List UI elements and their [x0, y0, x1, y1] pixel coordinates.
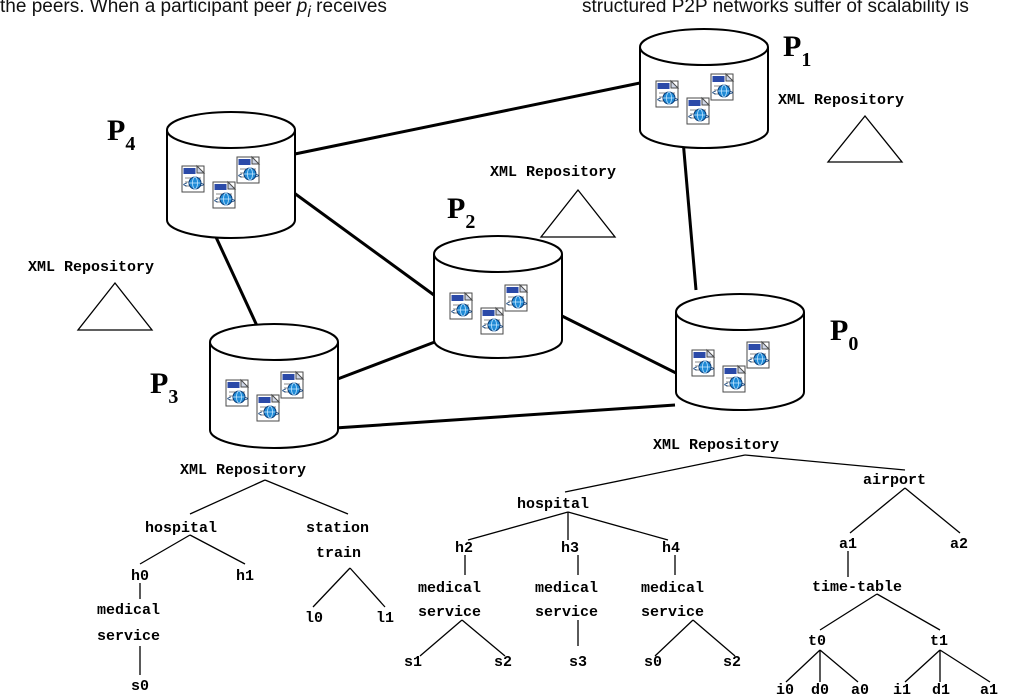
body-text-left-end: receives: [310, 0, 387, 17]
xml-document-icon: [686, 97, 710, 125]
xml-document-icon: [181, 165, 205, 193]
p4-repository-label: XML Repository: [28, 259, 154, 276]
p0-node-airport: airport: [863, 472, 926, 489]
p0-node-medical-h2: medical: [418, 580, 481, 597]
p3-node-h1: h1: [236, 568, 254, 585]
peer-p0-database-icon: [675, 312, 805, 411]
xml-document-icon: [256, 394, 280, 422]
xml-document-icon: [504, 284, 528, 312]
link-p3-p0: [334, 403, 676, 430]
p3-tree-edges: [139, 479, 386, 675]
peer-p2-database-icon: [433, 254, 563, 359]
body-text-right: structured P2P networks suffer of scalab…: [582, 0, 969, 17]
xml-document-icon: [691, 349, 715, 377]
p0-node-service-h3: service: [535, 604, 598, 621]
peer-p0-node: [675, 293, 805, 411]
peer-p1-node: [639, 28, 769, 149]
network-links: [213, 81, 698, 430]
p0-node-h2: h2: [455, 540, 473, 557]
p0-node-t1: t1: [930, 633, 948, 650]
p0-tree-edges: [419, 454, 991, 683]
p0-node-h4: h4: [662, 540, 680, 557]
p0-node-d0: d0: [811, 682, 829, 698]
p3-node-s0: s0: [131, 678, 149, 695]
peer-label-p2: P2: [447, 192, 475, 233]
xml-document-icon: [655, 80, 679, 108]
body-text-left-start: the peers. When a participant peer: [0, 0, 297, 17]
p3-node-service: service: [97, 628, 160, 645]
p0-node-hospital: hospital: [517, 496, 589, 513]
p3-node-station: station: [306, 520, 369, 537]
xml-document-icon: [236, 156, 260, 184]
p0-node-s0: s0: [644, 654, 662, 671]
xml-document-icon: [480, 307, 504, 335]
body-text-left: the peers. When a participant peer pi re…: [0, 0, 387, 22]
p0-node-s2-b: s2: [723, 654, 741, 671]
p0-repository-label: XML Repository: [653, 437, 779, 454]
peer-p1-database-icon: [639, 47, 769, 149]
peer-label-p3: P3: [150, 367, 178, 408]
peer-p3-node: [209, 323, 339, 449]
p3-node-h0: h0: [131, 568, 149, 585]
p0-node-d1: d1: [932, 682, 950, 698]
xml-document-icon: [280, 371, 304, 399]
xml-document-icon: [722, 365, 746, 393]
p0-node-service-h2: service: [418, 604, 481, 621]
p2-repository-label: XML Repository: [490, 164, 616, 181]
p4-repository-tree-triangle: [76, 281, 154, 331]
peer-label-p1: P1: [783, 30, 811, 71]
p0-node-medical-h3: medical: [535, 580, 598, 597]
link-p1-p0: [681, 139, 698, 291]
peer-variable: pi: [296, 0, 311, 21]
xml-document-icon: [225, 379, 249, 407]
xml-document-icon: [449, 292, 473, 320]
p0-node-t0: t0: [808, 633, 826, 650]
link-p2-p3: [334, 338, 441, 382]
peer-p2-node: [433, 235, 563, 359]
p2-repository-tree-triangle: [539, 188, 617, 238]
p0-node-s3: s3: [569, 654, 587, 671]
p0-node-s2-a: s2: [494, 654, 512, 671]
p0-node-a0: a0: [851, 682, 869, 698]
p0-node-medical-h4: medical: [641, 580, 704, 597]
p3-node-hospital: hospital: [145, 520, 217, 537]
peer-variable-letter: p: [296, 0, 308, 17]
peer-label-p0: P0: [830, 314, 858, 355]
p3-repository-label: XML Repository: [180, 462, 306, 479]
link-p4-p3: [213, 234, 260, 329]
p0-node-i1: i1: [893, 682, 911, 698]
peer-p4-node: [166, 111, 296, 239]
p3-node-l0: l0: [305, 610, 323, 627]
xml-document-icon: [710, 73, 734, 101]
p0-node-a1-leaf: a1: [980, 682, 998, 698]
p3-node-medical: medical: [97, 602, 160, 619]
p0-node-h3: h3: [561, 540, 579, 557]
p0-node-a1: a1: [839, 536, 857, 553]
p0-node-i0: i0: [776, 682, 794, 698]
link-p4-p1: [289, 81, 641, 157]
link-p2-p0: [559, 313, 681, 377]
p1-repository-tree-triangle: [826, 114, 904, 163]
peer-label-p4: P4: [107, 114, 135, 155]
xml-document-icon: [746, 341, 770, 369]
p0-node-service-h4: service: [641, 604, 704, 621]
p1-repository-label: XML Repository: [778, 92, 904, 109]
p0-node-time-table: time-table: [812, 579, 902, 596]
link-p4-p2: [289, 188, 439, 300]
p3-node-l1: l1: [376, 610, 394, 627]
peer-variable-index: i: [307, 3, 311, 21]
xml-document-icon: [212, 181, 236, 209]
p3-node-train: train: [316, 545, 361, 562]
p0-node-a2: a2: [950, 536, 968, 553]
p0-node-s1: s1: [404, 654, 422, 671]
